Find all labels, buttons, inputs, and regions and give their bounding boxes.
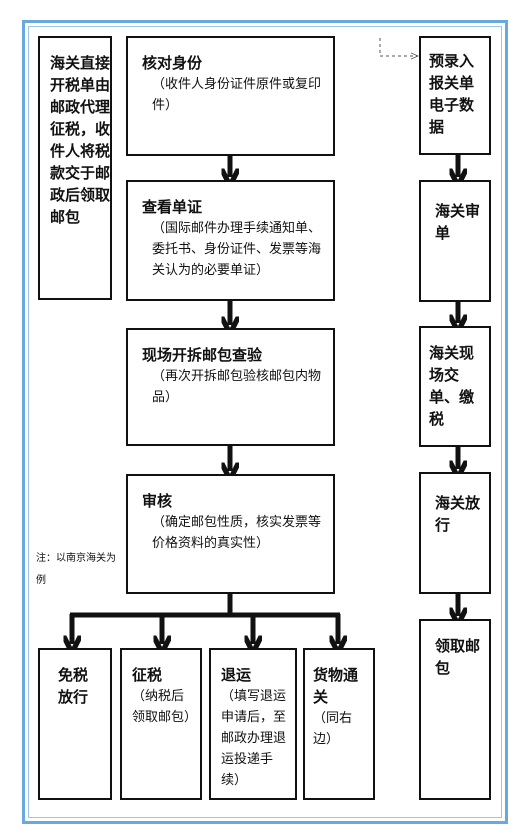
step-open-inspect: 现场开拆邮包查验 （再次开拆邮包验核邮包内物品） xyxy=(126,328,335,446)
dotted-link xyxy=(379,38,418,56)
outcome-levy-tax: 征税 （纳税后领取邮包） xyxy=(120,648,202,800)
right-step-title: 海关放行 xyxy=(435,494,481,534)
outcome-detail: （填写退运申请后，至邮政办理退运投递手续） xyxy=(221,689,287,788)
right-step-pre-entry: 预录入报关单电子数据 xyxy=(419,36,491,155)
outcome-detail: （纳税后领取邮包） xyxy=(132,689,198,725)
note-text: 注：以南京海关为例 xyxy=(36,553,116,586)
right-step-release: 海关放行 xyxy=(419,472,491,594)
right-step-submit-pay: 海关现场交单、缴税 xyxy=(419,326,491,447)
outcome-goods-clearance: 货物通关 （同右边） xyxy=(303,648,375,800)
outcome-title: 征税 xyxy=(132,666,163,684)
step-title: 现场开拆邮包查验 xyxy=(142,346,263,364)
step-review: 审核 （确定邮包性质，核实发票等价格资料的真实性） xyxy=(126,474,335,594)
left-info-text: 海关直接开税单由邮政代理征税，收件人将税款交于邮政后领取邮包 xyxy=(50,54,111,226)
right-step-title: 领取邮包 xyxy=(435,637,481,677)
outcome-detail: （同右边） xyxy=(313,711,353,747)
left-info-box: 海关直接开税单由邮政代理征税，收件人将税款交于邮政后领取邮包 xyxy=(38,36,112,300)
step-title: 查看单证 xyxy=(142,198,203,216)
step-detail: （国际邮件办理手续通知单、委托书、身份证件、发票等海关认为的必要单证） xyxy=(152,221,322,278)
right-step-title: 海关现场交单、缴税 xyxy=(429,344,475,428)
outcome-duty-free: 免税放行 xyxy=(38,648,112,800)
step-check-documents: 查看单证 （国际邮件办理手续通知单、委托书、身份证件、发票等海关认为的必要单证） xyxy=(126,180,335,301)
right-step-title: 预录入报关单电子数据 xyxy=(429,52,475,136)
example-note: 注：以南京海关为例 xyxy=(36,548,118,592)
step-title: 核对身份 xyxy=(142,54,203,72)
outcome-title: 退运 xyxy=(221,666,252,684)
step-detail: （再次开拆邮包验核邮包内物品） xyxy=(152,369,322,405)
outer-frame xyxy=(22,20,508,824)
inner-frame xyxy=(28,26,502,818)
outcome-title: 货物通关 xyxy=(313,666,359,706)
right-step-review: 海关审单 xyxy=(419,180,491,302)
right-step-collect: 领取邮包 xyxy=(419,619,491,800)
step-detail: （收件人身份证件原件或复印件） xyxy=(152,77,322,113)
outcome-return: 退运 （填写退运申请后，至邮政办理退运投递手续） xyxy=(209,648,297,800)
outcome-title: 免税放行 xyxy=(58,666,89,706)
step-title: 审核 xyxy=(142,492,173,510)
step-verify-identity: 核对身份 （收件人身份证件原件或复印件） xyxy=(126,36,335,156)
right-step-title: 海关审单 xyxy=(435,202,481,242)
step-detail: （确定邮包性质，核实发票等价格资料的真实性） xyxy=(152,515,322,551)
